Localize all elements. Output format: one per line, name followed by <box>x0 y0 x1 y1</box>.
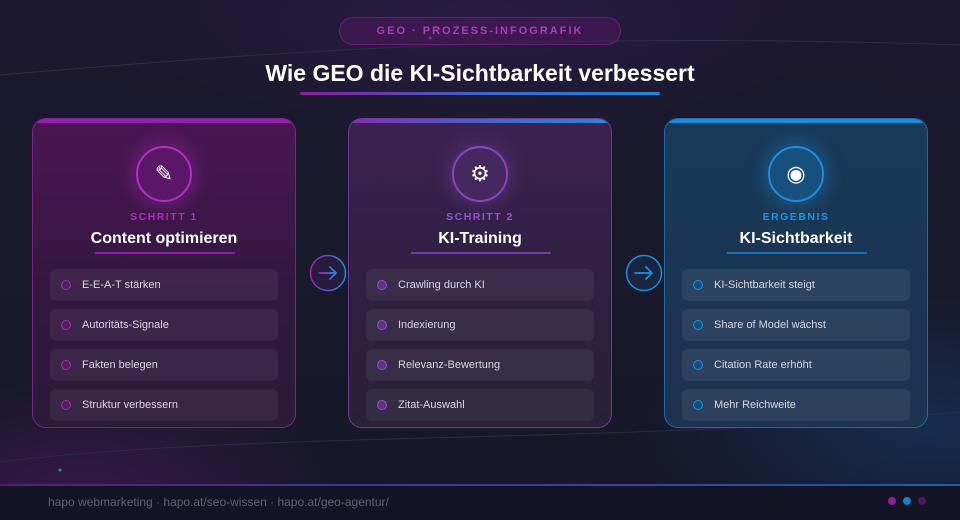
category-badge: GEO · PROZESS-INFOGRAFIK <box>339 17 621 45</box>
footer: hapo webmarketing · hapo.at/seo-wissen ·… <box>0 484 960 520</box>
card-title: KI-Sichtbarkeit <box>739 230 853 247</box>
step-label: ERGEBNIS <box>762 211 830 223</box>
footer-dot <box>888 497 896 505</box>
card-item-list: Crawling durch KI Indexierung Relevanz-B… <box>366 269 594 427</box>
bullet-dot <box>693 400 703 410</box>
list-item-label: Struktur verbessern <box>82 399 178 411</box>
card-step-2: ⚙ SCHRITT 2 KI-Training Crawling durch K… <box>348 118 612 428</box>
list-item: Relevanz-Bewertung <box>366 349 594 381</box>
card-item-list: E-E-A-T stärken Autoritäts-Signale Fakte… <box>50 269 278 427</box>
footer-dot <box>918 497 926 505</box>
card-icon-glow: ⚙ <box>449 143 511 205</box>
document-edit-icon: ✎ <box>136 146 192 202</box>
bullet-dot <box>377 320 387 330</box>
bullet-dot <box>61 320 71 330</box>
bullet-dot <box>693 280 703 290</box>
list-item: Share of Model wächst <box>682 309 910 341</box>
list-item: Struktur verbessern <box>50 389 278 421</box>
list-item: Autoritäts-Signale <box>50 309 278 341</box>
card-title-underline <box>727 252 867 254</box>
list-item-label: Crawling durch KI <box>398 279 485 291</box>
bullet-dot <box>693 360 703 370</box>
list-item-label: Autoritäts-Signale <box>82 319 169 331</box>
footer-divider <box>0 484 960 486</box>
bullet-dot <box>61 280 71 290</box>
footer-dots <box>888 497 926 505</box>
list-item-label: Relevanz-Bewertung <box>398 359 501 371</box>
bullet-dot <box>693 320 703 330</box>
list-item-label: Fakten belegen <box>82 359 158 371</box>
list-item-label: E-E-A-T stärken <box>82 279 161 291</box>
card-title-underline <box>95 252 235 254</box>
list-item: Fakten belegen <box>50 349 278 381</box>
card-step-1: ✎ SCHRITT 1 Content optimieren E-E-A-T s… <box>32 118 296 428</box>
card-title-underline <box>411 252 551 254</box>
list-item: E-E-A-T stärken <box>50 269 278 301</box>
list-item-label: KI-Sichtbarkeit steigt <box>714 279 815 291</box>
list-item-label: Zitat-Auswahl <box>398 399 465 411</box>
card-accent-bar <box>665 119 927 123</box>
card-title: KI-Training <box>438 230 522 247</box>
bullet-dot <box>61 360 71 370</box>
list-item: Mehr Reichweite <box>682 389 910 421</box>
step-label: SCHRITT 1 <box>130 211 198 223</box>
eye-icon: ◉ <box>768 146 824 202</box>
bullet-dot <box>377 280 387 290</box>
title-underline <box>300 92 660 95</box>
list-item: Zitat-Auswahl <box>366 389 594 421</box>
card-title: Content optimieren <box>90 230 238 247</box>
footer-dot <box>903 497 911 505</box>
list-item-label: Indexierung <box>398 319 456 331</box>
arrow-right-icon <box>625 254 663 292</box>
arrow-right-icon <box>309 254 347 292</box>
card-result: ◉ ERGEBNIS KI-Sichtbarkeit KI-Sichtbarke… <box>664 118 928 428</box>
card-item-list: KI-Sichtbarkeit steigt Share of Model wä… <box>682 269 910 427</box>
list-item: Citation Rate erhöht <box>682 349 910 381</box>
bullet-dot <box>377 360 387 370</box>
bullet-dot <box>61 400 71 410</box>
list-item: KI-Sichtbarkeit steigt <box>682 269 910 301</box>
card-accent-bar <box>349 119 611 123</box>
step-label: SCHRITT 2 <box>446 211 514 223</box>
list-item-label: Citation Rate erhöht <box>714 359 812 371</box>
brain-icon: ⚙ <box>452 146 508 202</box>
list-item: Crawling durch KI <box>366 269 594 301</box>
card-accent-bar <box>33 119 295 123</box>
card-icon-glow: ◉ <box>765 143 827 205</box>
footer-credits: hapo webmarketing · hapo.at/seo-wissen ·… <box>48 495 389 509</box>
card-icon-glow: ✎ <box>133 143 195 205</box>
page-title: Wie GEO die KI-Sichtbarkeit verbessert <box>265 60 695 86</box>
bullet-dot <box>377 400 387 410</box>
list-item-label: Mehr Reichweite <box>714 399 796 411</box>
list-item: Indexierung <box>366 309 594 341</box>
list-item-label: Share of Model wächst <box>714 319 826 331</box>
